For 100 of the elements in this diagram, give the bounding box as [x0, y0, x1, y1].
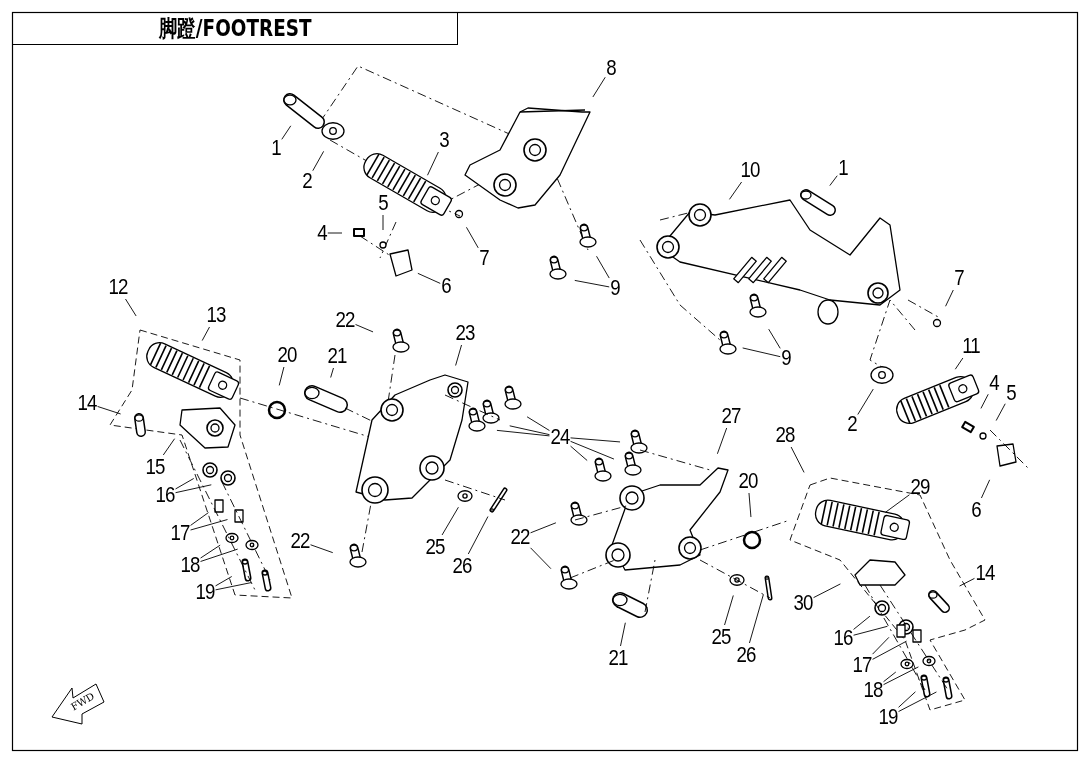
leader-line: [853, 615, 871, 630]
callout-number: 20: [738, 470, 758, 492]
leader-line: [883, 671, 897, 683]
leader-line: [530, 547, 552, 570]
callout-number: 12: [108, 276, 128, 298]
leader-line: [466, 226, 479, 249]
leader-line: [829, 175, 838, 187]
leader-line: [995, 403, 1006, 421]
callout-number: 26: [452, 555, 472, 577]
callout-number: 2: [302, 170, 312, 192]
leader-line: [310, 544, 334, 554]
leader-line: [467, 516, 489, 555]
leader-line: [592, 76, 606, 98]
leader-line: [200, 544, 221, 559]
callout-number: 5: [378, 192, 388, 214]
leader-line: [175, 484, 212, 494]
leader-line: [883, 666, 919, 686]
callout-number: 29: [910, 476, 930, 498]
callout-number: 1: [271, 137, 281, 159]
leader-line: [427, 151, 439, 176]
leader-line: [742, 347, 781, 358]
callout-number: 1: [838, 157, 848, 179]
leader-line: [570, 440, 615, 460]
callout-number: 9: [781, 347, 791, 369]
leader-line: [200, 548, 239, 562]
callout-number: 23: [455, 322, 475, 344]
callout-number: 25: [711, 626, 731, 648]
leader-line: [570, 437, 621, 443]
leader-line: [162, 438, 176, 456]
callout-number: 25: [425, 536, 445, 558]
callout-number: 14: [975, 562, 995, 584]
leader-line: [509, 425, 550, 436]
leader-line: [749, 594, 764, 644]
leader-line: [175, 478, 195, 490]
callout-number: 27: [721, 405, 741, 427]
callout-number: 11: [962, 335, 980, 357]
leader-line: [526, 416, 550, 431]
callout-number: 7: [479, 247, 489, 269]
callout-number: 5: [1006, 382, 1016, 404]
callout-number: 3: [439, 129, 449, 151]
leader-line: [327, 232, 343, 234]
leader-line: [980, 479, 991, 499]
leader-line: [281, 125, 292, 140]
callout-number: 2: [847, 413, 857, 435]
callout-number: 4: [317, 222, 327, 244]
callout-number: 13: [206, 304, 226, 326]
leader-line: [278, 366, 285, 386]
callout-number: 20: [277, 344, 297, 366]
leader-line: [125, 298, 137, 317]
callout-number: 17: [170, 522, 190, 544]
leader-line: [97, 406, 122, 415]
leader-line: [885, 494, 910, 513]
callout-number: 10: [740, 159, 760, 181]
callout-number: 6: [971, 499, 981, 521]
leader-line: [768, 328, 781, 349]
title: 脚蹬/FOOTREST: [158, 14, 312, 43]
leader-line: [312, 150, 325, 172]
leader-line: [898, 691, 937, 712]
leader-line: [872, 640, 907, 660]
callout-number: 22: [510, 526, 530, 548]
leader-line: [455, 344, 462, 366]
leader-line: [574, 279, 610, 288]
callout-number: 18: [863, 679, 883, 701]
leader-line: [417, 272, 441, 284]
leader-line: [872, 636, 890, 655]
leader-line: [530, 522, 557, 534]
leader-line: [215, 576, 233, 587]
leader-line: [441, 506, 459, 536]
leader-line: [355, 324, 374, 333]
leader-line: [620, 622, 626, 647]
callout-number: 8: [606, 57, 616, 79]
leader-line: [813, 583, 841, 599]
callout-number: 14: [77, 392, 97, 414]
callout-number: 18: [180, 554, 200, 576]
callout-number: 24: [550, 426, 570, 448]
callout-number: 7: [954, 267, 964, 289]
leader-line: [201, 326, 210, 341]
callout-number: 22: [335, 309, 355, 331]
leader-line: [382, 214, 384, 231]
leader-line: [190, 512, 209, 526]
leader-line: [857, 388, 874, 415]
leader-line: [748, 492, 752, 518]
leader-line: [729, 181, 743, 200]
callout-number: 28: [775, 424, 795, 446]
callout-number: 26: [736, 644, 756, 666]
leader-line: [330, 367, 334, 378]
leader-line: [190, 519, 228, 531]
leader-line: [980, 393, 989, 409]
leader-line: [596, 255, 610, 279]
leader-line: [724, 595, 734, 626]
leader-line: [716, 427, 728, 455]
leader-line: [215, 582, 252, 591]
leader-line: [959, 577, 975, 587]
leader-line: [570, 445, 588, 461]
leader-line: [898, 691, 916, 708]
callout-number: 9: [610, 277, 620, 299]
leader-line: [945, 289, 954, 307]
callout-number: 22: [290, 530, 310, 552]
callout-number: 21: [608, 647, 628, 669]
callout-number: 6: [441, 275, 451, 297]
